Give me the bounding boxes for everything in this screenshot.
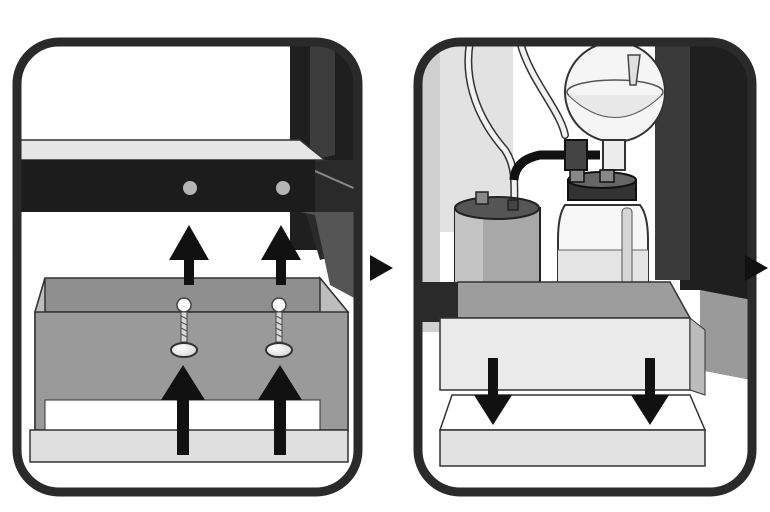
arrow-up bbox=[261, 225, 301, 285]
top-shelf bbox=[17, 139, 328, 161]
step-1-panel bbox=[12, 37, 363, 497]
step-2-panel bbox=[413, 37, 757, 497]
lower-tray bbox=[439, 429, 706, 467]
drawer-top bbox=[438, 281, 692, 319]
arrow-up bbox=[258, 365, 302, 455]
arrow-up bbox=[169, 225, 209, 285]
next-arrow-marker bbox=[745, 255, 768, 281]
panel-border bbox=[12, 37, 363, 497]
screw bbox=[170, 297, 198, 358]
cabinet-wall bbox=[680, 42, 752, 380]
mounting-rail bbox=[17, 160, 315, 212]
glass-flask bbox=[564, 42, 666, 143]
mounting-hole bbox=[276, 181, 290, 195]
next-arrow-marker bbox=[370, 255, 393, 281]
arrow-down bbox=[631, 358, 669, 425]
arrow-down bbox=[474, 358, 512, 425]
screw bbox=[265, 297, 293, 358]
arrow-up bbox=[161, 365, 205, 455]
mounting-hole bbox=[183, 181, 197, 195]
